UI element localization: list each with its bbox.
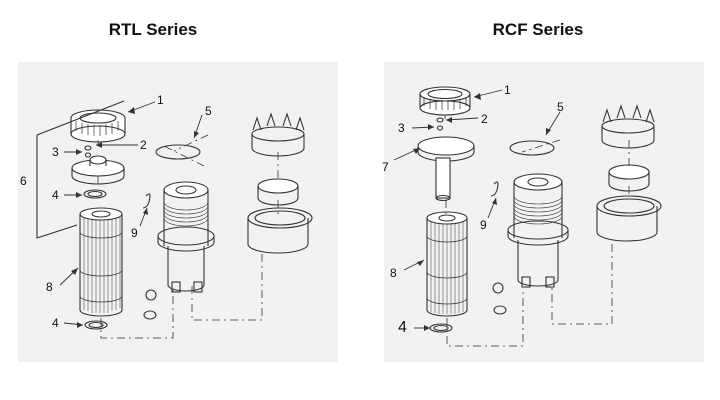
rcf-skimmer-assembly (596, 104, 662, 242)
rtl-filter-cartridge (79, 207, 123, 317)
rtl-callout-1: 1 (157, 93, 164, 107)
rtl-series-title: RTL Series (108, 20, 198, 39)
rcf-tank-o-ring (509, 140, 555, 156)
rcf-series-title: RCF Series (492, 20, 584, 39)
rtl-clip (142, 193, 151, 209)
rcf-callout-3: 3 (398, 121, 405, 135)
rtl-filter-housing (157, 181, 215, 293)
rcf-lock-ring (419, 86, 471, 116)
rtl-o-ring-top (83, 189, 107, 199)
rtl-callout-9: 9 (131, 226, 138, 240)
rtl-o-ring-small (84, 152, 92, 158)
rcf-drain-plug (492, 282, 504, 294)
rcf-callout-4: 4 (398, 319, 407, 336)
rcf-callout-5: 5 (557, 100, 564, 114)
rtl-air-release-cap (84, 145, 92, 151)
rtl-drain-plug (145, 289, 157, 301)
rtl-callout-8: 8 (46, 280, 53, 294)
rtl-diagram-panel (18, 62, 338, 362)
rtl-plug-o-ring (143, 310, 157, 320)
rtl-lid-assembly-bracket (36, 100, 125, 239)
rtl-tank-o-ring (155, 144, 201, 160)
rtl-callout-4-bottom: 4 (52, 316, 59, 330)
rcf-callout-2: 2 (481, 112, 488, 126)
rcf-callout-7: 7 (382, 160, 389, 174)
rtl-o-ring-bottom (84, 320, 108, 330)
rtl-callout-5: 5 (205, 104, 212, 118)
rtl-callout-4-top: 4 (52, 188, 59, 202)
rcf-filter-housing (507, 173, 569, 288)
rtl-callout-2: 2 (140, 138, 147, 152)
rcf-plug-o-ring (493, 305, 507, 315)
rcf-o-ring-small (436, 125, 444, 131)
rtl-skimmer-assembly (247, 112, 313, 254)
rtl-callout-3: 3 (52, 145, 59, 159)
rtl-lock-ring (70, 109, 126, 143)
rcf-callout-8: 8 (390, 266, 397, 280)
rcf-callout-9: 9 (480, 218, 487, 232)
rcf-clip (490, 181, 499, 197)
rcf-callout-1: 1 (504, 83, 511, 97)
rcf-air-release-cap (436, 117, 444, 123)
rcf-lid-with-standpipe (417, 136, 475, 202)
rtl-callout-6: 6 (20, 174, 27, 188)
rcf-filter-cartridge (426, 211, 468, 317)
